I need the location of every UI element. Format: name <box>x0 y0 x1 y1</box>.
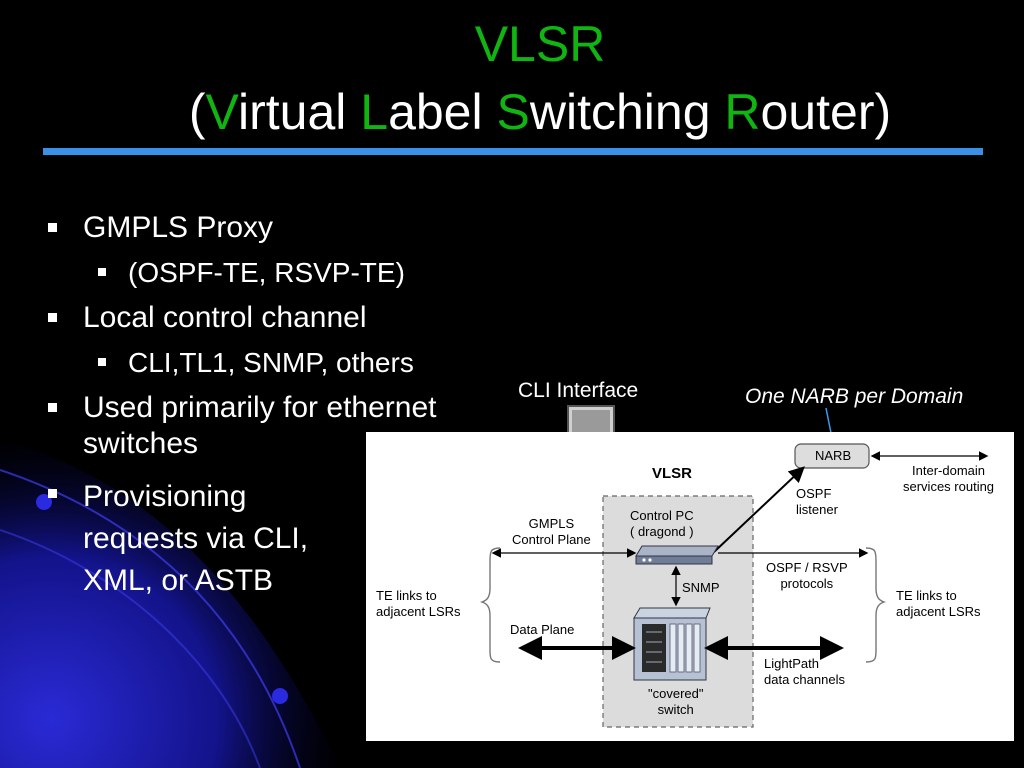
te-links-left-label: TE links to adjacent LSRs <box>376 588 461 620</box>
bullet-text-line-1: Provisioning <box>83 480 247 513</box>
inter-domain-label: Inter-domain services routing <box>903 463 994 495</box>
covered-switch-device <box>633 607 711 681</box>
snmp-label: SNMP <box>682 580 720 595</box>
sub-bullet-item: CLI,TL1, SNMP, others <box>98 346 414 380</box>
bullet-text: CLI,TL1, SNMP, others <box>128 347 414 378</box>
inter-domain-line-1: Inter-domain <box>912 463 986 478</box>
right-brace <box>865 547 887 663</box>
ospf-listener-line-1: OSPF <box>796 486 832 501</box>
gmpls-label: GMPLS Control Plane <box>512 516 591 548</box>
deco-dot-2 <box>272 688 288 704</box>
control-pc-device <box>635 545 719 557</box>
covered-line-2: switch <box>657 702 694 717</box>
title-line-2: (Virtual Label Switching Router) <box>0 82 1024 142</box>
title-paren-open: ( <box>188 84 206 140</box>
ospf-listener-label: OSPF listener <box>796 486 838 518</box>
title-letter-v: V <box>205 84 238 140</box>
bullet-text-line-2: requests via CLI, <box>83 522 309 555</box>
te-left-line-1: TE links to <box>376 588 437 603</box>
bullet-marker <box>48 489 57 498</box>
bullet-marker <box>48 223 57 232</box>
ospf-rsvp-line-2: protocols <box>780 576 834 591</box>
title-word-switching: witching <box>529 84 725 140</box>
bullet-marker <box>98 268 106 276</box>
bullet-item: Local control channel <box>48 300 367 336</box>
bullet-item: Provisioning requests via CLI, XML, or A… <box>48 476 308 602</box>
control-pc-label: Control PC ( dragond ) <box>630 508 694 540</box>
bullet-text-line-2: switches <box>83 427 199 460</box>
bullet-item: Used primarily for ethernet switches <box>48 390 436 462</box>
cli-interface-label: CLI Interface <box>518 379 639 402</box>
title-underline <box>43 148 983 155</box>
control-pc-line-2: ( dragond ) <box>630 524 694 539</box>
title-letter-l: L <box>360 84 389 140</box>
sub-bullet-item: (OSPF-TE, RSVP-TE) <box>98 256 405 290</box>
bullet-marker <box>48 313 57 322</box>
title-letter-r: R <box>724 84 761 140</box>
ospf-rsvp-line-1: OSPF / RSVP <box>766 560 848 575</box>
bullet-marker <box>98 358 106 366</box>
te-right-line-2: adjacent LSRs <box>896 604 981 619</box>
title-letter-s: S <box>496 84 530 140</box>
bullet-text: Local control channel <box>83 301 367 334</box>
left-brace <box>479 547 501 663</box>
ospf-listener-line-2: listener <box>796 502 838 517</box>
vlsr-box-title: VLSR <box>652 465 693 482</box>
bullet-text: (OSPF-TE, RSVP-TE) <box>128 257 405 288</box>
bullet-marker <box>48 403 57 412</box>
bullet-text-line-1: Used primarily for ethernet <box>83 391 437 424</box>
vlsr-diagram: VLSR NARB Inter-domain services routing … <box>366 432 1014 741</box>
covered-line-1: "covered" <box>648 686 704 701</box>
bullet-text: GMPLS Proxy <box>83 211 274 244</box>
bullet-text-line-3: XML, or ASTB <box>83 564 274 597</box>
lightpath-line-1: LightPath <box>764 656 819 671</box>
narb-box <box>794 443 870 469</box>
bullet-item: GMPLS Proxy <box>48 210 273 246</box>
te-left-line-2: adjacent LSRs <box>376 604 461 619</box>
narb-label: NARB <box>815 448 852 463</box>
title-word-label: abel <box>388 84 497 140</box>
te-right-line-1: TE links to <box>896 588 957 603</box>
deco-dot-1 <box>36 494 52 510</box>
title-word-router: outer) <box>760 84 892 140</box>
te-links-right-label: TE links to adjacent LSRs <box>896 588 981 620</box>
title-line-1: VLSR <box>474 16 606 72</box>
diagram-lines <box>479 443 989 728</box>
title-word-virtual: irtual <box>237 84 361 140</box>
ospf-rsvp-label: OSPF / RSVP protocols <box>766 560 848 592</box>
lightpath-label: LightPath data channels <box>764 656 845 688</box>
gmpls-line-2: Control Plane <box>512 532 591 547</box>
covered-switch-label: "covered" switch <box>648 686 703 718</box>
inter-domain-line-2: services routing <box>903 479 995 494</box>
data-plane-label: Data Plane <box>510 622 575 637</box>
narb-note-label: One NARB per Domain <box>745 385 964 408</box>
lightpath-line-2: data channels <box>764 672 845 687</box>
gmpls-line-1: GMPLS <box>528 516 575 531</box>
control-pc-line-1: Control PC <box>630 508 694 523</box>
